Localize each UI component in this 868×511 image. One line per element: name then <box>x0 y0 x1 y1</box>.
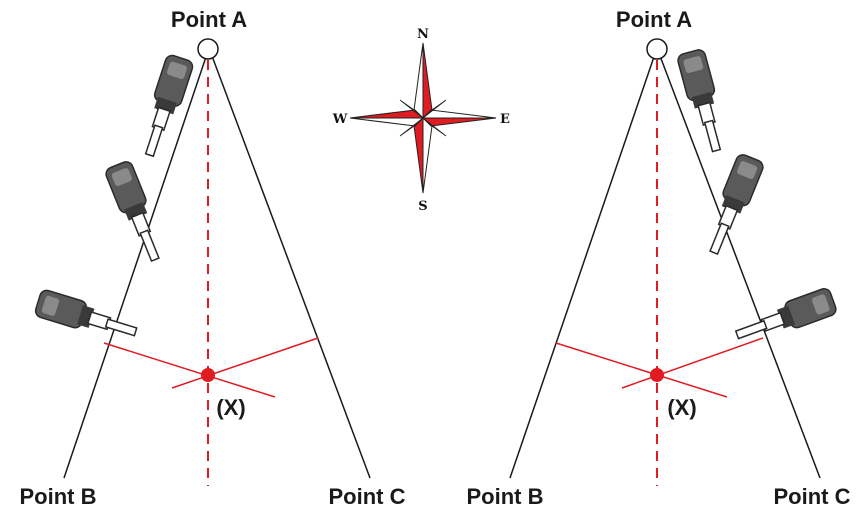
compass-east-label: E <box>500 112 510 127</box>
remote-transmitter-icon <box>675 47 731 155</box>
left-point-a-label: Point A <box>171 7 247 32</box>
compass-north-label: N <box>417 27 429 42</box>
right-point-c-label: Point C <box>774 484 851 509</box>
remote-transmitter-icon <box>135 52 196 161</box>
line-a-to-b <box>63 47 210 479</box>
bearing-line-c <box>621 337 764 389</box>
line-a-to-b <box>509 47 658 479</box>
right-intersection-label: (X) <box>667 395 696 420</box>
compass-south-label: S <box>418 199 427 214</box>
bearing-line-b <box>103 342 276 398</box>
left-point-c-label: Point C <box>329 484 406 509</box>
line-a-to-c <box>208 47 371 479</box>
bearing-line-c <box>171 337 319 389</box>
right-diagram: Point A Point B Point C (X) <box>467 7 851 509</box>
remote-transmitter-icon <box>700 152 766 259</box>
start-circle-icon <box>197 38 219 60</box>
compass-west-label: W <box>332 112 348 127</box>
right-point-a-label: Point A <box>616 7 692 32</box>
left-point-b-label: Point B <box>20 484 97 509</box>
target-dot-icon <box>201 368 215 382</box>
left-intersection-label: (X) <box>216 395 245 420</box>
target-dot-icon <box>650 368 664 382</box>
left-diagram: Point A Point B Point C (X) <box>20 7 406 509</box>
line-a-to-c <box>656 47 821 479</box>
remote-transmitter-icon <box>33 287 141 346</box>
right-point-b-label: Point B <box>467 484 544 509</box>
start-circle-icon <box>646 38 668 60</box>
remote-transmitter-icon <box>103 159 169 266</box>
remote-transmitter-icon <box>731 286 839 349</box>
bearing-line-b <box>555 342 728 398</box>
compass-rose-icon: N S E W <box>332 27 510 214</box>
